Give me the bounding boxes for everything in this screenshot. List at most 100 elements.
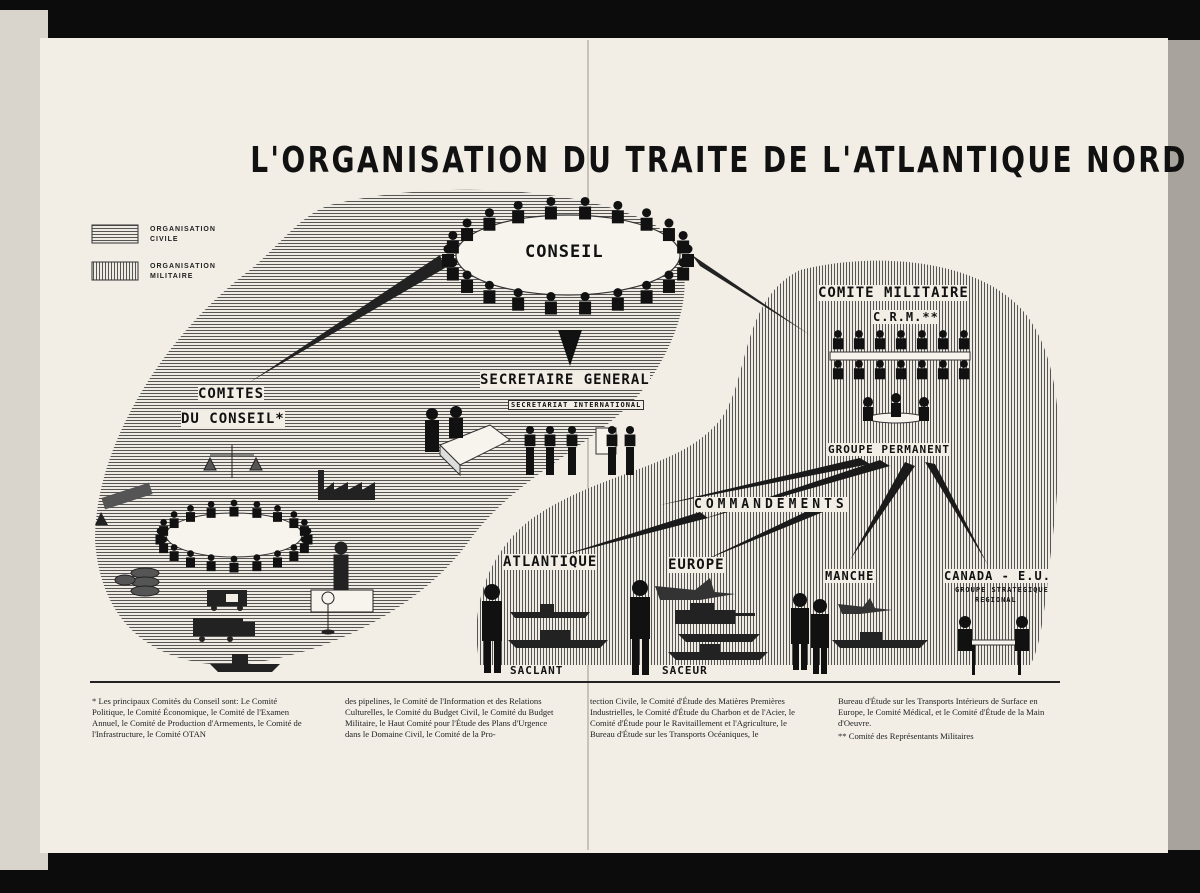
person-figure (897, 360, 905, 368)
person-body (611, 210, 624, 224)
plastic-sleeve (1168, 40, 1200, 850)
person-figure (855, 330, 863, 338)
saclant-officer (482, 584, 502, 673)
person-figure (876, 360, 884, 368)
person-figure (301, 536, 308, 544)
footnote-col-3: tection Civile, le Comité d'Étude des Ma… (590, 696, 795, 739)
person-body (483, 290, 496, 304)
europe-label: EUROPE (668, 557, 725, 573)
canada-meeting (958, 616, 1029, 675)
person-figure (484, 280, 494, 290)
person-body (624, 434, 636, 447)
person-figure (253, 500, 261, 508)
person-figure (918, 360, 926, 368)
person-figure (462, 270, 472, 280)
person-figure (939, 330, 947, 338)
comites-members (155, 499, 313, 573)
person-figure (525, 425, 535, 435)
person-body (229, 506, 239, 517)
person-body (579, 301, 592, 315)
person-figure (876, 330, 884, 338)
person-figure (274, 504, 281, 512)
person-body (853, 368, 865, 380)
saceur-officer (630, 580, 650, 675)
saceur-label: SACEUR (662, 664, 708, 677)
person-legs (626, 447, 634, 475)
person-figure (160, 518, 167, 526)
crm-label: C.R.M.** (873, 310, 939, 324)
legend-military-label: ORGANISATION MILITAIRE (150, 263, 216, 280)
person-body (442, 254, 454, 267)
person-body (289, 518, 299, 529)
radio-microphone-icon (310, 541, 374, 635)
link-conseil-comite-militaire (692, 255, 810, 335)
person-body (958, 368, 970, 380)
footnote-col-2: des pipelines, le Comité de l'Informatio… (345, 696, 554, 739)
balance-scale-icon (203, 445, 263, 478)
person-body (640, 290, 653, 304)
person-body (566, 434, 578, 447)
person-figure (290, 511, 298, 518)
atlantique-label: ATLANTIQUE (503, 554, 598, 570)
footnote-col-1: * Les principaux Comités du Conseil sont… (92, 696, 302, 739)
person-body (252, 561, 262, 572)
factory-icon (318, 470, 375, 500)
person-figure (274, 550, 281, 558)
manche-aircraft-icon (838, 598, 892, 614)
person-figure (613, 288, 623, 298)
person-body (512, 210, 525, 224)
person-body (916, 338, 928, 350)
person-legs (546, 447, 554, 475)
person-body (169, 518, 179, 529)
person-figure (513, 200, 523, 210)
person-body (446, 267, 459, 281)
person-body (303, 534, 313, 545)
person-body (252, 508, 262, 518)
person-body (206, 508, 216, 518)
footnote-col-4b: ** Comité des Représentants Militaires (838, 731, 974, 741)
person-figure (170, 544, 178, 551)
secretaire-general-label: SECRETAIRE GENERAL (480, 372, 650, 388)
person-body (461, 228, 474, 242)
person-figure (834, 330, 842, 338)
person-body (895, 338, 907, 350)
comites-label-line1: COMITES (198, 386, 265, 402)
person-body (299, 543, 309, 554)
military-organisation-region (476, 260, 1059, 665)
person-figure (230, 499, 238, 507)
person-body (169, 551, 179, 561)
person-figure (960, 330, 968, 338)
person-figure (918, 330, 926, 338)
person-figure (607, 425, 617, 435)
pipeline-icon (95, 482, 153, 525)
person-body (159, 526, 169, 536)
person-body (606, 434, 618, 447)
person-body (186, 557, 196, 568)
person-figure (580, 292, 590, 302)
person-body (832, 338, 844, 350)
person-body (662, 228, 675, 242)
person-figure (613, 200, 623, 210)
person-body (229, 562, 239, 573)
person-figure (545, 425, 555, 435)
person-figure (939, 360, 947, 368)
groupe-permanent-label: GROUPE PERMANENT (828, 443, 950, 456)
person-figure (301, 518, 308, 526)
atlantique-ships (508, 604, 608, 648)
person-body (853, 338, 865, 350)
person-body (155, 534, 165, 545)
comite-militaire-members (832, 330, 970, 380)
person-figure (625, 425, 635, 435)
groupe-permanent-members (863, 393, 929, 421)
europe-ships (668, 634, 768, 660)
conseil-table (455, 214, 681, 296)
person-figure (642, 208, 652, 218)
person-body (937, 338, 949, 350)
person-body (544, 434, 556, 447)
ship-icon (210, 654, 280, 672)
page-title: L'ORGANISATION DU TRAITE DE L'ATLANTIQUE… (250, 140, 1188, 181)
person-figure (546, 196, 556, 206)
person-figure (834, 360, 842, 368)
comites-label-line2: DU CONSEIL* (181, 411, 285, 427)
